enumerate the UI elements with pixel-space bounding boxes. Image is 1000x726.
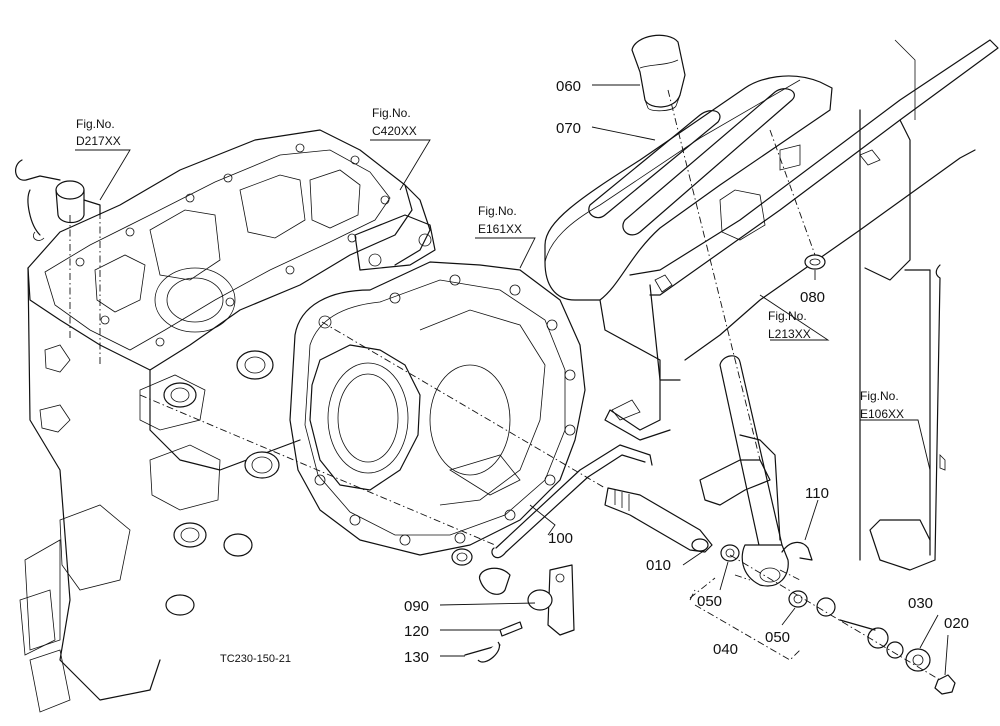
fig-ref-e106-line1: Fig.No. <box>860 389 899 403</box>
fig-ref-c420: Fig.No. C420XX <box>372 106 417 138</box>
clutch-lever-arm <box>699 355 789 587</box>
part-label-060: 060 <box>556 78 581 95</box>
fig-ref-l213-line1: Fig.No. <box>768 309 807 323</box>
part-label-130: 130 <box>404 649 429 666</box>
clutch-shaft-010 <box>604 487 713 553</box>
fig-ref-e161: Fig.No. E161XX <box>478 204 522 236</box>
transmission-case <box>19 129 431 713</box>
clutch-housing-e161 <box>289 214 586 556</box>
rod-100 <box>491 444 653 559</box>
fig-ref-c420-line2: C420XX <box>372 124 417 138</box>
part-label-110: 110 <box>805 485 829 502</box>
part-label-100: 100 <box>548 530 573 547</box>
part-label-050-a: 050 <box>697 593 722 610</box>
fig-ref-l213: Fig.No. L213XX <box>768 309 811 341</box>
part-label-010: 010 <box>646 557 671 574</box>
part-label-030: 030 <box>908 595 933 612</box>
part-label-020: 020 <box>944 615 969 632</box>
fig-ref-e106: Fig.No. E106XX <box>860 389 904 421</box>
part-label-040: 040 <box>713 641 738 658</box>
lever-guide-plate-070 <box>544 75 833 301</box>
fig-ref-d217-line1: Fig.No. <box>76 117 115 131</box>
fig-ref-e161-line1: Fig.No. <box>478 204 517 218</box>
part-label-090: 090 <box>404 598 429 615</box>
side-frame-e106 <box>859 39 946 571</box>
part-label-120: 120 <box>404 623 429 640</box>
leader-lines <box>75 84 949 676</box>
fig-ref-c420-line1: Fig.No. <box>372 106 411 120</box>
part-label-070: 070 <box>556 120 581 137</box>
part-label-050-b: 050 <box>765 629 790 646</box>
part-label-080: 080 <box>800 289 825 306</box>
fastener-parts <box>451 541 956 695</box>
diagram-caption: TC230-150-21 <box>220 653 291 665</box>
fig-ref-l213-line2: L213XX <box>768 327 811 341</box>
centerlines <box>69 89 941 681</box>
fig-ref-d217-line2: D217XX <box>76 134 121 148</box>
shift-lever-d217 <box>15 159 101 241</box>
fig-ref-e161-line2: E161XX <box>478 222 522 236</box>
fig-ref-e106-line2: E106XX <box>860 407 904 421</box>
nut-080 <box>804 254 826 270</box>
fig-ref-d217: Fig.No. D217XX <box>76 117 121 148</box>
lever-knob-060 <box>631 34 686 112</box>
